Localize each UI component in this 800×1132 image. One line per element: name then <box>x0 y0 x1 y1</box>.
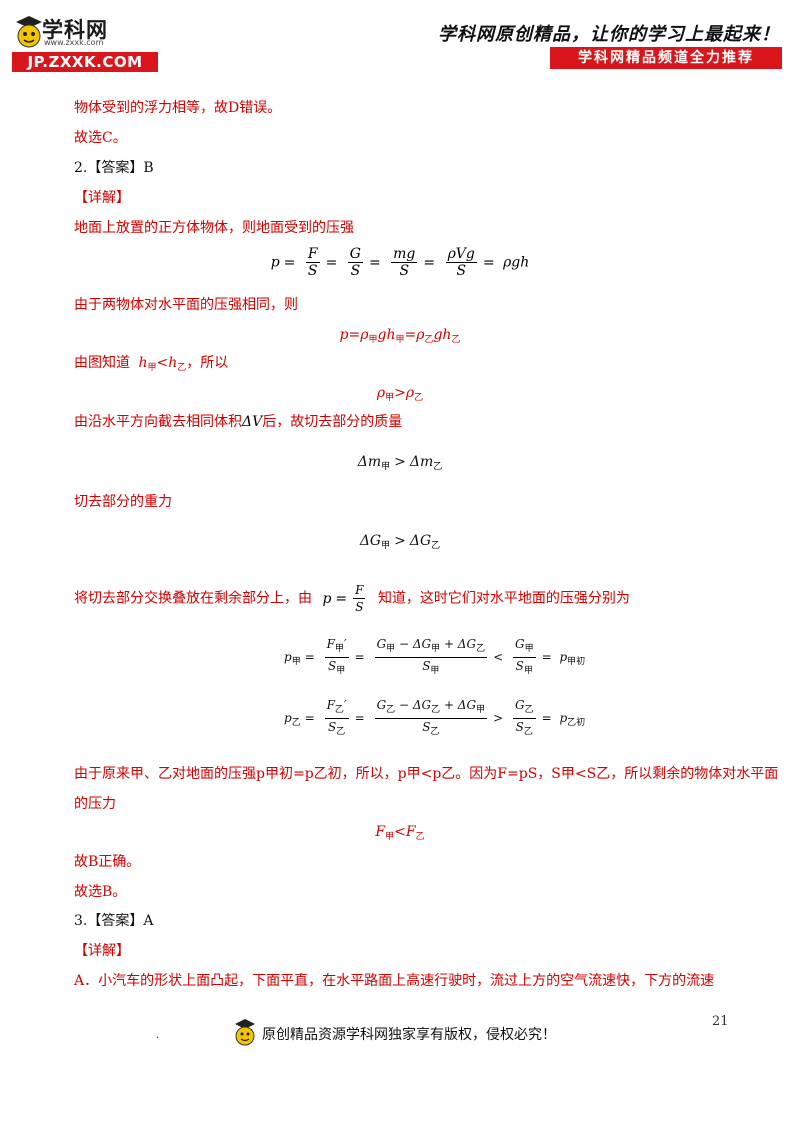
logo-url: www.zxxk.com <box>44 38 104 47</box>
formula-equal-pressure: p=ρ甲gh甲=ρ乙gh乙 <box>339 327 461 345</box>
question-answer: 3.【答案】A <box>74 913 154 929</box>
footer-dot: . <box>156 1030 160 1041</box>
text-line: 切去部分的重力 <box>74 494 172 510</box>
detail-heading: 【详解】 <box>74 190 130 206</box>
slogan: 学科网原创精品，让你的学习上最起来！ <box>438 24 780 45</box>
text-line: 故选C。 <box>74 130 127 146</box>
text-line: 由于原来甲、乙对地面的压强p甲初=p乙初，所以，p甲<p乙。因为F=pS，S甲<… <box>74 766 779 782</box>
formula-density: ρ甲>ρ乙 <box>376 385 424 403</box>
mascot-icon <box>235 1019 255 1046</box>
formula-mass: Δm甲>Δm乙 <box>357 454 443 472</box>
page-number: 21 <box>712 1014 729 1029</box>
formula-force: F甲<F乙 <box>375 824 425 842</box>
text-line: 由沿水平方向截去相同体积ΔV后，故切去部分的质量 <box>74 414 403 430</box>
text-line: 故B正确。 <box>74 854 141 870</box>
text-line: 物体受到的浮力相等，故D错误。 <box>74 100 282 116</box>
logo-text: 学科网 <box>42 18 108 42</box>
text-line: 的压力 <box>74 796 116 812</box>
text-line: A．小汽车的形状上面凸起，下面平直，在水平路面上高速行驶时，流过上方的空气流速快… <box>74 973 715 989</box>
logo-banner: JP.ZXXK.COM <box>12 52 158 72</box>
formula-weight: ΔG甲>ΔG乙 <box>359 533 441 551</box>
question-answer: 2.【答案】B <box>74 160 154 176</box>
logo <box>12 12 160 74</box>
text-line: 由图知道 h甲<h乙，所以 <box>74 355 229 373</box>
text-line: 地面上放置的正方体物体，则地面受到的压强 <box>74 220 354 236</box>
text-line: 故选B。 <box>74 884 127 900</box>
copyright-notice: 原创精品资源学科网独家享有版权，侵权必究！ <box>262 1027 556 1043</box>
mascot-icon <box>16 16 42 48</box>
slogan-banner: 学科网精品频道全力推荐 <box>550 47 782 69</box>
detail-heading: 【详解】 <box>74 943 130 959</box>
text-line: 由于两物体对水平面的压强相同，则 <box>74 297 298 313</box>
